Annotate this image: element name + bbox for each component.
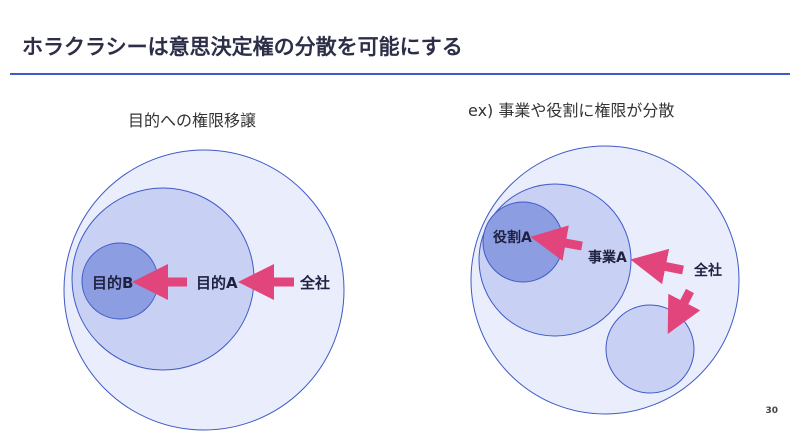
page-number: 30 <box>765 406 778 416</box>
right-label-company: 全社 <box>693 262 722 279</box>
left-diagram-heading: 目的への権限移譲 <box>128 111 257 130</box>
right-diagram: 役割A 事業A 全社 <box>470 145 740 415</box>
right-arrow-business-to-role <box>530 225 583 261</box>
right-diagram-heading: ex) 事業や役割に権限が分散 <box>468 101 675 120</box>
right-label-business: 事業A <box>588 249 627 266</box>
slide-title: ホラクラシーは意思決定権の分散を可能にする <box>22 35 463 59</box>
right-arrow-company-to-business <box>630 248 684 285</box>
left-label-outer: 全社 <box>299 274 330 292</box>
right-arrow-company-to-circle <box>667 288 701 334</box>
left-diagram: 目的B 目的A 全社 <box>63 149 345 431</box>
right-label-role: 役割A <box>493 229 532 246</box>
left-label-inner: 目的B <box>92 274 133 292</box>
left-label-middle: 目的A <box>196 274 238 292</box>
title-underline <box>10 73 790 75</box>
